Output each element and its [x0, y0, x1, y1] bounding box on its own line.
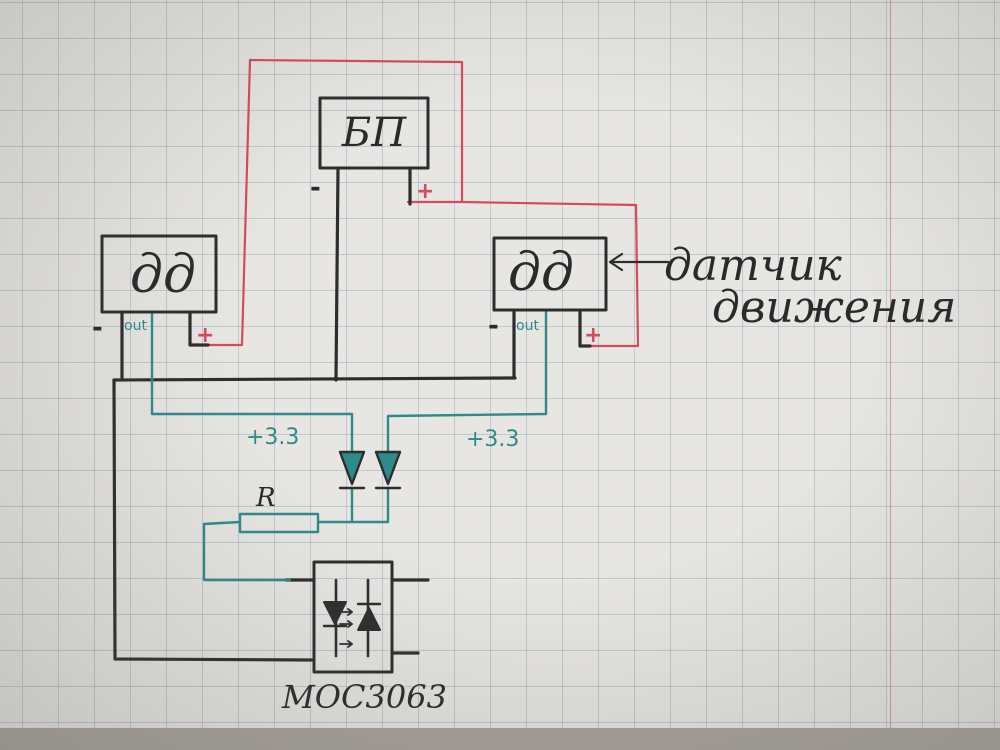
- plus-left-label: +: [196, 323, 214, 348]
- ps-minus-lead: [334, 166, 340, 382]
- annotation-line-1: датчик: [664, 240, 843, 291]
- paper-margin-line: [890, 0, 891, 750]
- resistor-label: R: [255, 483, 276, 513]
- red-wire-loop: [206, 58, 464, 347]
- red-wire-right: [460, 200, 640, 348]
- sensor-right-label: дд: [508, 243, 574, 303]
- diodes: [338, 450, 402, 490]
- out-right-label: out: [516, 318, 539, 334]
- ground-bus: [112, 376, 517, 382]
- ground-return: [112, 378, 314, 662]
- minus-right-label: -: [488, 311, 499, 341]
- diagram-labels: БП дд дд out out - + - + - + +3.3 +3.3 R…: [92, 110, 956, 716]
- diode-left-icon: [338, 450, 366, 486]
- power-supply-box: [318, 96, 430, 170]
- minus-left-label: -: [92, 313, 103, 343]
- moc-triac-icon: [357, 607, 381, 631]
- power-supply-label: БП: [341, 110, 407, 156]
- left-out-wire: [150, 310, 354, 454]
- annotation-arrow: [608, 252, 670, 272]
- diode-right-icon: [374, 450, 402, 486]
- minus-ps-label: -: [310, 173, 321, 203]
- out-left-label: out: [124, 318, 147, 334]
- annotation-line-2: движения: [712, 282, 956, 333]
- moc-light-arrows: [339, 608, 353, 648]
- plus-ps-label: +: [416, 179, 434, 204]
- ground-wires: [112, 166, 592, 662]
- moc-led-icon: [323, 601, 347, 625]
- voltage-right-label: +3.3: [466, 427, 519, 452]
- moc3063-optocoupler: [312, 560, 394, 674]
- right-plus-lead: [578, 308, 592, 348]
- sensor-left-label: дд: [130, 245, 196, 305]
- resistor-to-moc: [202, 520, 292, 582]
- sensor-right-box: [492, 236, 608, 312]
- sensor-left-box: [100, 234, 218, 314]
- moc-body: [312, 560, 394, 674]
- positive-supply-wires: [206, 58, 640, 348]
- signal-wires: [150, 310, 548, 582]
- table-surface: [0, 728, 1000, 750]
- diode-left-lower: [316, 486, 354, 524]
- right-out-wire: [386, 310, 548, 454]
- diode-right-lower: [350, 486, 390, 524]
- resistor-body: [238, 512, 320, 534]
- left-plus-lead: [188, 310, 210, 347]
- voltage-left-label: +3.3: [246, 425, 299, 450]
- component-boxes: [100, 96, 608, 314]
- plus-right-label: +: [584, 323, 602, 348]
- optocoupler-label: MOC3063: [281, 678, 447, 716]
